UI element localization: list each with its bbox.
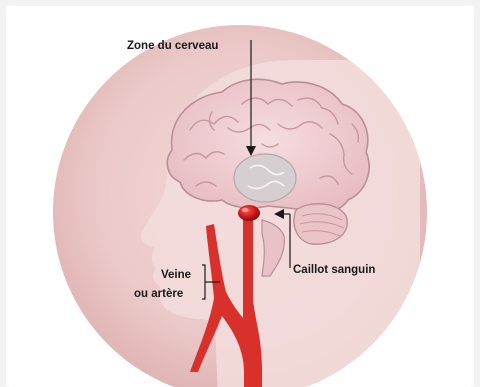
blood-clot: [238, 205, 260, 221]
label-vessel-line2: ou artère: [134, 288, 183, 300]
diagram-frame: Zone du cerveau Caillot sanguin Veine ou…: [6, 6, 474, 387]
inner-brain-zone: [234, 154, 296, 202]
brain-clot-diagram: Zone du cerveau Caillot sanguin Veine ou…: [6, 6, 474, 387]
label-brain-zone: Zone du cerveau: [127, 40, 218, 52]
label-vessel-line1: Veine: [161, 269, 191, 281]
label-blood-clot: Caillot sanguin: [293, 264, 375, 276]
